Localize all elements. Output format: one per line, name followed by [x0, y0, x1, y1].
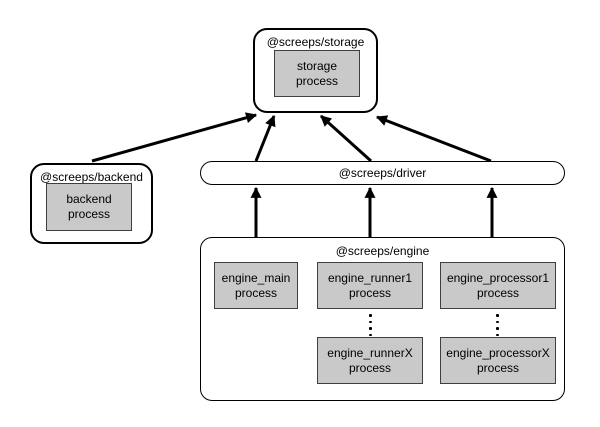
process-engine-processorX: engine_processorX process — [440, 337, 556, 384]
package-storage-label: @screeps/storage — [266, 35, 365, 49]
process-engine-runner1: engine_runner1 process — [317, 262, 423, 309]
package-engine-label: @screeps/engine — [335, 244, 430, 258]
arrow-driver-to-storage-2 — [319, 114, 373, 163]
arrow-backend-to-storage — [91, 112, 258, 163]
arrow-driver-to-storage-1 — [254, 114, 276, 162]
package-engine: @screeps/engine engine_main process engi… — [200, 237, 565, 401]
package-driver: @screeps/driver — [200, 161, 565, 185]
arrow-driver-to-storage-3 — [375, 115, 492, 163]
package-backend: @screeps/backend backend process — [30, 163, 153, 244]
package-backend-label: @screeps/backend — [40, 170, 143, 184]
process-engine-main: engine_main process — [214, 262, 298, 309]
process-engine-processor1: engine_processor1 process — [440, 262, 556, 309]
package-driver-label: @screeps/driver — [338, 166, 427, 180]
package-storage: @screeps/storage storage process — [253, 28, 378, 113]
process-backend: backend process — [46, 183, 132, 231]
process-engine-runnerX: engine_runnerX process — [317, 337, 423, 384]
vertical-ellipsis-icon — [496, 314, 499, 336]
process-storage: storage process — [274, 50, 360, 97]
vertical-ellipsis-icon — [369, 314, 372, 336]
